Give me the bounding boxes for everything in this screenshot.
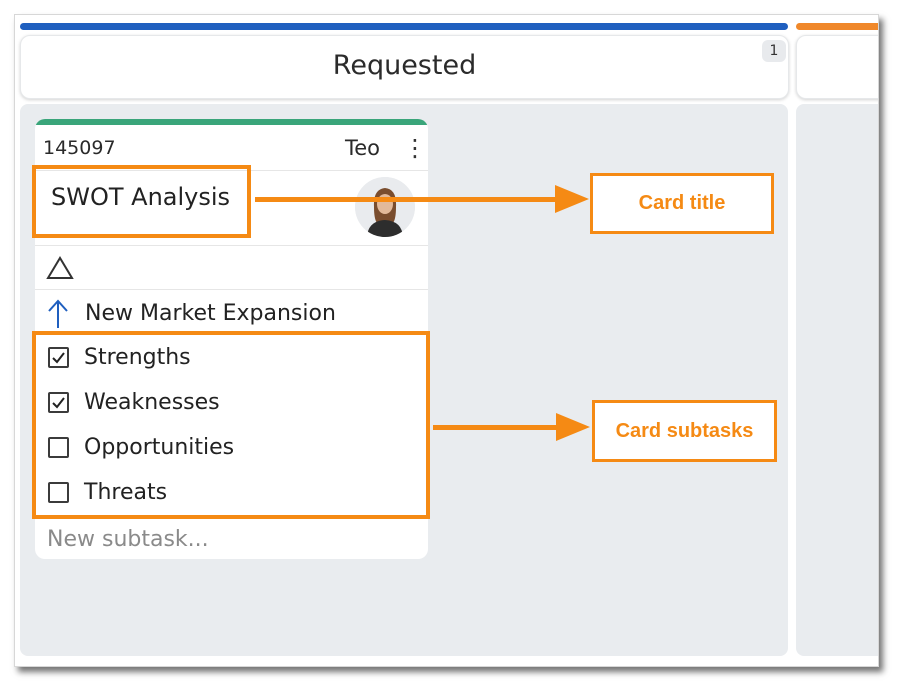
arrow-right-icon [555, 185, 589, 213]
column-requested-header[interactable]: Requested 1 [20, 35, 789, 99]
arrow-line [255, 197, 557, 202]
arrow-right-icon [556, 413, 590, 441]
column-next-body [796, 104, 878, 656]
card-subtasks-callout: Card subtasks [592, 400, 777, 462]
subtask-checkbox-unchecked[interactable] [48, 437, 69, 458]
column-title: Requested [332, 50, 477, 81]
parent-card-label: New Market Expansion [85, 301, 336, 326]
card-id: 145097 [43, 137, 116, 159]
subtask-checkbox-checked[interactable] [48, 347, 69, 368]
column-next-accent-bar [796, 23, 878, 30]
subtask-item[interactable]: Strengths [45, 344, 385, 374]
screenshot-frame: Requested 1 145097 Teo ⋮ SWOT Analysis [14, 14, 879, 667]
kanban-card[interactable]: 145097 Teo ⋮ SWOT Analysis [35, 119, 428, 559]
subtask-checkbox-unchecked[interactable] [48, 482, 69, 503]
card-count-badge: 1 [762, 40, 786, 62]
subtask-label: Weaknesses [84, 390, 220, 415]
triangle-outline-icon [45, 255, 75, 281]
column-requested-accent-bar [20, 23, 788, 30]
card-owner: Teo [345, 136, 381, 160]
subtask-item[interactable]: Weaknesses [45, 389, 385, 419]
column-next-header[interactable] [796, 35, 878, 99]
arrow-line [433, 425, 558, 430]
card-menu-icon[interactable]: ⋮ [403, 134, 427, 162]
arrow-up-icon [45, 298, 71, 330]
divider [35, 289, 428, 290]
divider [35, 245, 428, 246]
card-title[interactable]: SWOT Analysis [51, 183, 231, 211]
subtask-label: Threats [84, 480, 168, 505]
card-title-callout: Card title [590, 173, 774, 234]
subtask-label: Opportunities [84, 435, 235, 460]
card-accent-bar [35, 119, 428, 125]
subtask-checkbox-checked[interactable] [48, 392, 69, 413]
parent-card-link[interactable]: New Market Expansion [43, 298, 343, 330]
subtask-item[interactable]: Threats [45, 479, 385, 509]
user-avatar[interactable] [355, 177, 415, 237]
divider [35, 170, 428, 171]
subtask-item[interactable]: Opportunities [45, 434, 385, 464]
new-subtask-input[interactable] [47, 527, 347, 552]
subtask-label: Strengths [84, 345, 191, 370]
